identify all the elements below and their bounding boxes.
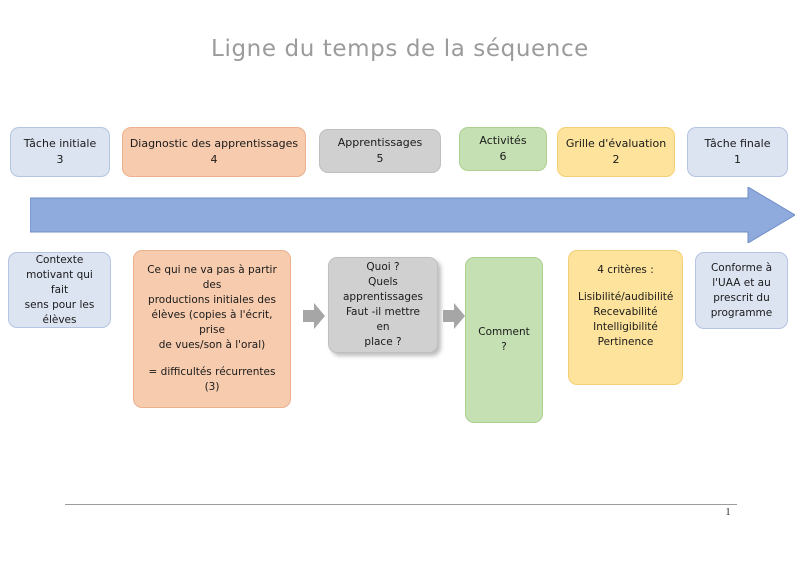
phase-chip[interactable]: Diagnostic des apprentissages 4 — [122, 127, 306, 177]
phase-number: 3 — [56, 153, 64, 166]
phase-label: Activités — [479, 134, 527, 147]
detail-line: Intelligibilité — [593, 321, 658, 333]
phase-chip[interactable]: Apprentissages 5 — [319, 129, 441, 173]
phase-number: 4 — [210, 153, 218, 166]
phase-chip[interactable]: Activités 6 — [459, 127, 547, 171]
detail-line: Contexte — [35, 253, 84, 266]
page-number: 1 — [725, 507, 731, 518]
detail-line: de vues/son à l'oral) — [158, 339, 266, 351]
detail-line: élèves — [42, 313, 77, 326]
timeline-arrow-icon — [30, 187, 795, 243]
detail-line: motivant qui fait — [26, 268, 93, 296]
phase-chip[interactable]: Tâche finale 1 — [687, 127, 788, 177]
detail-card[interactable]: Contexte motivant qui fait sens pour les él… — [8, 252, 111, 328]
detail-line: Comment ? — [478, 326, 530, 353]
detail-card[interactable]: Conforme à l'UAA et au prescrit du programm… — [695, 252, 788, 329]
detail-line: Lisibilité/audibilité — [578, 291, 674, 303]
phase-number: 6 — [499, 150, 507, 163]
detail-line: prescrit du — [713, 291, 770, 304]
connector-arrow-1-icon — [303, 303, 325, 329]
phase-label: Tâche initiale — [23, 137, 97, 150]
phase-label: Grille d'évaluation — [565, 137, 667, 150]
detail-line: Faut -il mettre en — [345, 306, 421, 333]
detail-line: = difficultés récurrentes (3) — [148, 366, 276, 393]
detail-line: apprentissages — [343, 291, 423, 303]
detail-line: Recevabilité — [593, 306, 658, 318]
detail-line: Conforme à — [710, 261, 773, 274]
phase-number: 2 — [612, 153, 620, 166]
detail-line: l'UAA et au — [712, 276, 771, 289]
detail-card[interactable]: Comment ? — [465, 257, 543, 423]
detail-line: sens pour les — [24, 298, 95, 311]
phase-number: 5 — [376, 152, 384, 165]
detail-line: programme — [710, 306, 773, 319]
phase-number: 1 — [734, 153, 741, 166]
detail-card[interactable]: Ce qui ne va pas à partir des productions… — [133, 250, 291, 408]
detail-line: 4 critères : — [597, 264, 654, 276]
detail-line: place ? — [364, 336, 402, 348]
footer-divider — [65, 504, 737, 505]
phase-chip[interactable]: Grille d'évaluation 2 — [557, 127, 675, 177]
detail-line: Quoi ? — [366, 261, 400, 273]
phase-chip[interactable]: Tâche initiale 3 — [10, 127, 110, 177]
connector-arrow-2-icon — [443, 303, 465, 329]
detail-line: productions initiales des — [148, 294, 276, 306]
phase-label: Tâche finale — [704, 137, 771, 150]
detail-line: élèves (copies à l'écrit, prise — [151, 309, 273, 336]
page-title: Ligne du temps de la séquence — [211, 36, 589, 62]
phase-label: Apprentissages — [337, 136, 423, 149]
detail-line: Ce qui ne va pas à partir des — [147, 264, 277, 291]
detail-line: Pertinence — [597, 336, 654, 348]
detail-line: Quels — [368, 276, 398, 288]
phase-label: Diagnostic des apprentissages — [129, 137, 299, 150]
